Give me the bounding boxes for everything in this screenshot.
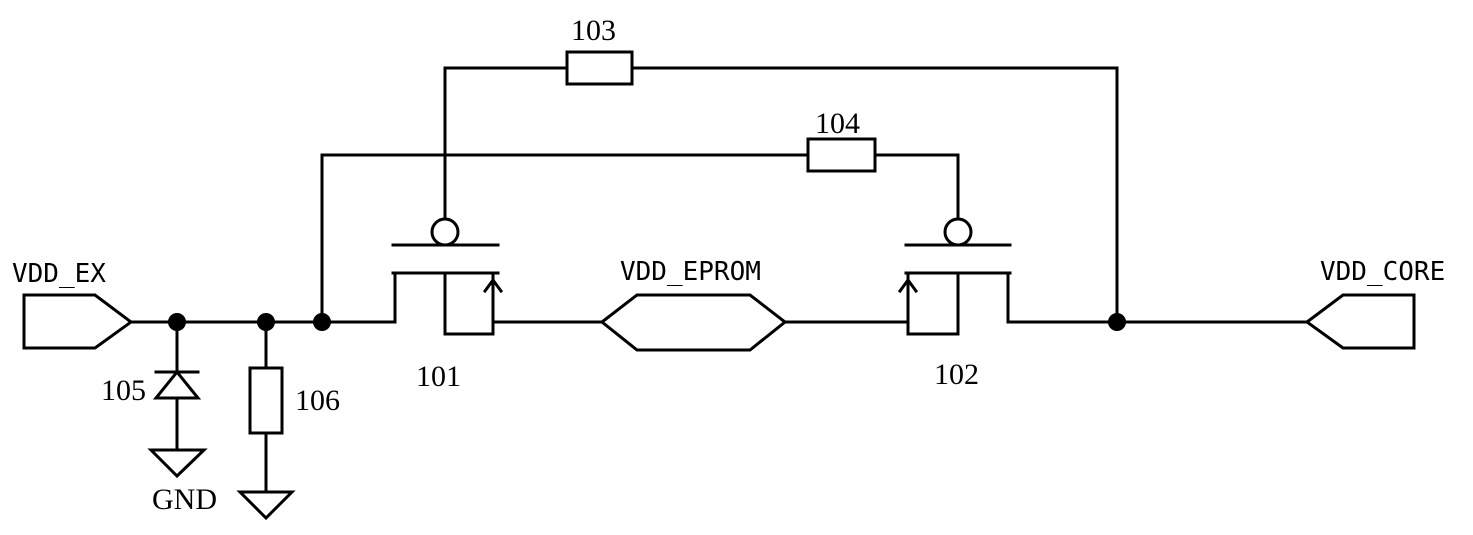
feedback-wire-104 xyxy=(320,153,960,324)
resistor-104-label: 104 xyxy=(815,107,860,140)
resistor-106-label: 106 xyxy=(295,384,340,417)
port-vdd-core: VDD_CORE xyxy=(1304,257,1445,350)
diode-105: 105 xyxy=(101,320,202,452)
junction-feedback-104 xyxy=(313,313,331,331)
resistor-103-label: 103 xyxy=(571,14,616,47)
port-vdd-eprom-label: VDD_EPROM xyxy=(620,257,761,287)
resistor-103: 103 xyxy=(565,14,634,86)
port-vdd-ex: VDD_EX xyxy=(12,259,134,350)
port-vdd-core-label: VDD_CORE xyxy=(1320,257,1445,287)
transistor-101-label: 101 xyxy=(416,360,461,393)
diode-105-label: 105 xyxy=(101,374,146,407)
junction-diode xyxy=(168,313,186,331)
resistor-106: 106 xyxy=(248,320,340,494)
transistor-101: 101 xyxy=(391,217,510,393)
ground-symbol-diode: GND xyxy=(147,448,217,516)
transistor-102: 102 xyxy=(893,217,1012,391)
junction-dots xyxy=(168,313,1126,331)
resistor-104: 104 xyxy=(806,107,877,173)
ground-label: GND xyxy=(152,483,217,516)
feedback-wire-103 xyxy=(443,66,1119,324)
junction-resistor-106 xyxy=(257,313,275,331)
port-vdd-ex-label: VDD_EX xyxy=(12,259,106,289)
port-vdd-eprom: VDD_EPROM xyxy=(599,257,788,352)
ground-symbol-resistor xyxy=(236,490,296,521)
junction-feedback-103 xyxy=(1108,313,1126,331)
transistor-102-label: 102 xyxy=(934,358,979,391)
